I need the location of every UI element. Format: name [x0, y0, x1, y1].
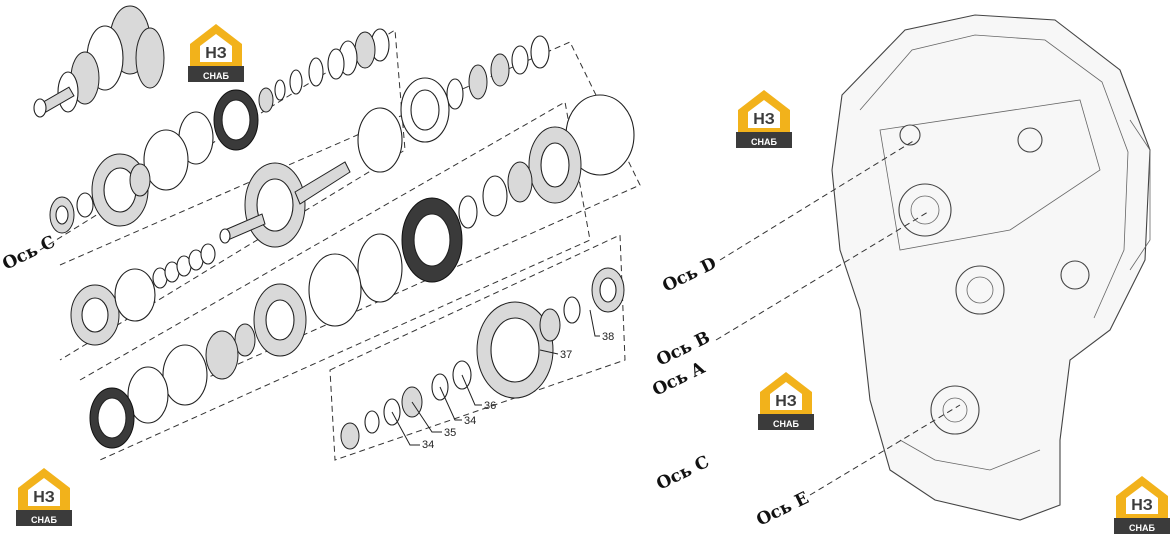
callout-34-upper: 34 — [464, 415, 476, 427]
row-3-right-parts — [308, 94, 635, 327]
watermark-logo-bottom-right: НЗ СНАБ — [1114, 476, 1170, 534]
callout-38: 38 — [602, 331, 614, 343]
svg-text:НЗ: НЗ — [205, 45, 227, 62]
axis-label-e: Ось E — [753, 488, 812, 530]
callout-34-lower: 34 — [422, 439, 434, 451]
svg-text:НЗ: НЗ — [1131, 497, 1153, 514]
callout-36: 36 — [484, 400, 496, 412]
watermark-logo-top-right: НЗ СНАБ — [736, 90, 792, 148]
axis-label-c-left: Ось C — [0, 232, 59, 275]
svg-text:СНАБ: СНАБ — [203, 71, 229, 81]
exploded-parts-left: 34 35 34 36 37 38 Ось C — [0, 5, 641, 461]
row-2-right-parts — [357, 35, 550, 173]
central-shaft — [219, 161, 351, 248]
svg-text:СНАБ: СНАБ — [31, 515, 57, 525]
row-3-left-parts — [70, 243, 216, 346]
svg-text:СНАБ: СНАБ — [751, 137, 777, 147]
shaft-assembly-top — [33, 5, 165, 118]
row-4-parts — [89, 283, 307, 449]
axis-label-b: Ось B — [653, 328, 713, 371]
housing-right — [831, 14, 1151, 521]
callout-35: 35 — [444, 427, 456, 439]
callout-leaders — [391, 309, 600, 446]
callout-37: 37 — [560, 349, 572, 361]
row-1-parts — [143, 28, 390, 191]
watermark-logo-bottom-left: НЗ СНАБ — [16, 468, 72, 526]
axis-label-d: Ось D — [659, 253, 720, 296]
svg-text:НЗ: НЗ — [753, 111, 775, 128]
svg-text:НЗ: НЗ — [775, 393, 797, 410]
svg-text:СНАБ: СНАБ — [773, 419, 799, 429]
row-2-left-parts — [49, 153, 151, 234]
svg-text:НЗ: НЗ — [33, 489, 55, 506]
axis-leaders — [715, 139, 961, 496]
watermark-logo-top-left: НЗ СНАБ — [188, 24, 244, 82]
axis-label-c-right: Ось C — [653, 452, 712, 495]
svg-text:СНАБ: СНАБ — [1129, 523, 1155, 533]
watermark-logo-middle-right: НЗ СНАБ — [758, 372, 814, 430]
